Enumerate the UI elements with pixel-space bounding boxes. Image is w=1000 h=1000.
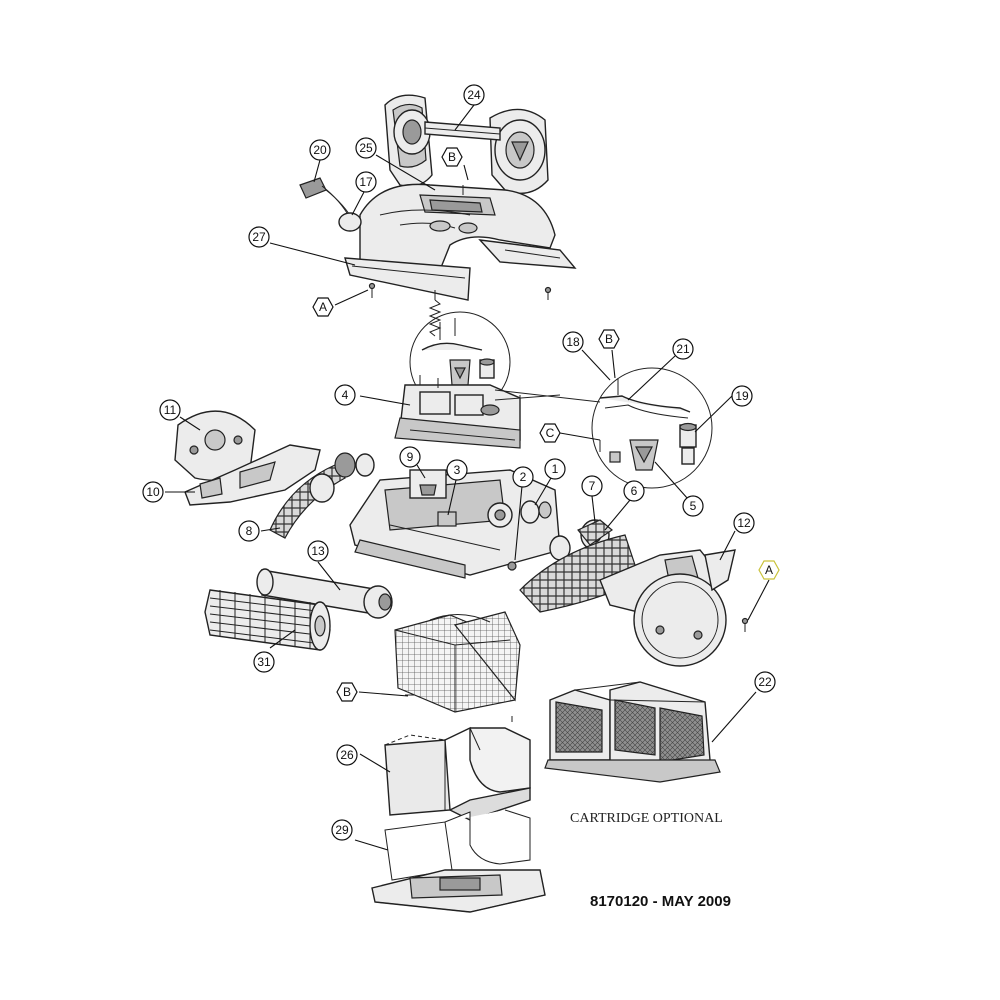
svg-text:24: 24: [467, 88, 481, 102]
callout-5: 5: [682, 495, 704, 517]
svg-text:26: 26: [340, 748, 354, 762]
callout-hex-b-top: B: [441, 147, 463, 167]
svg-text:A: A: [765, 563, 773, 577]
impeller-detail-circle: [591, 367, 713, 489]
callout-12: 12: [733, 512, 755, 534]
cartridge-optional-note: CARTRIDGE OPTIONAL: [570, 811, 723, 826]
motor-unit-assembly: [394, 311, 601, 449]
svg-text:22: 22: [758, 675, 772, 689]
callout-6: 6: [623, 480, 645, 502]
callout-20: 20: [309, 139, 331, 161]
svg-text:C: C: [546, 426, 555, 440]
svg-text:6: 6: [631, 484, 638, 498]
callout-1: 1: [544, 458, 566, 480]
svg-text:13: 13: [311, 544, 325, 558]
filter-cartridges: [544, 681, 721, 783]
svg-text:B: B: [343, 685, 351, 699]
callout-hex-b-bottom: B: [336, 682, 358, 702]
callout-hex-a-top: A: [312, 297, 334, 317]
svg-text:17: 17: [359, 175, 373, 189]
callout-4: 4: [334, 384, 356, 406]
svg-text:19: 19: [735, 389, 749, 403]
svg-text:12: 12: [737, 516, 751, 530]
callout-19: 19: [731, 385, 753, 407]
callout-18: 18: [562, 331, 584, 353]
callout-hex-c: C: [539, 423, 561, 443]
svg-text:B: B: [605, 332, 613, 346]
svg-text:B: B: [448, 150, 456, 164]
svg-text:1: 1: [552, 462, 559, 476]
callout-9: 9: [399, 446, 421, 468]
callout-13: 13: [307, 540, 329, 562]
svg-text:18: 18: [566, 335, 580, 349]
svg-text:11: 11: [164, 403, 177, 417]
svg-text:29: 29: [335, 823, 349, 837]
callout-10: 10: [142, 481, 164, 503]
svg-text:27: 27: [252, 230, 266, 244]
brush-assembly: [204, 568, 393, 651]
callout-17: 17: [355, 171, 377, 193]
callout-22: 22: [754, 671, 776, 693]
callout-hex-a-highlight: A: [758, 560, 780, 580]
svg-text:10: 10: [146, 485, 160, 499]
filter-basket: [394, 611, 521, 722]
svg-text:25: 25: [359, 141, 373, 155]
chassis-assembly: [174, 410, 749, 667]
callout-25: 25: [355, 137, 377, 159]
svg-text:4: 4: [342, 388, 349, 402]
document-code: 8170120 - MAY 2009: [590, 893, 731, 910]
svg-text:3: 3: [454, 463, 461, 477]
callout-29: 29: [331, 819, 353, 841]
leader-lines: [165, 104, 770, 851]
callout-11: 11: [159, 399, 181, 421]
callout-26: 26: [336, 744, 358, 766]
callout-21: 21: [672, 338, 694, 360]
callout-24: 24: [463, 84, 485, 106]
callout-7: 7: [581, 475, 603, 497]
callout-2: 2: [512, 466, 534, 488]
callout-hex-b-detail: B: [598, 329, 620, 349]
svg-text:A: A: [319, 300, 327, 314]
svg-text:7: 7: [589, 479, 596, 493]
filter-bag: [384, 726, 531, 821]
svg-text:21: 21: [676, 342, 690, 356]
callout-27: 27: [248, 226, 270, 248]
callout-3: 3: [446, 459, 468, 481]
svg-text:9: 9: [407, 450, 414, 464]
svg-text:31: 31: [257, 655, 271, 669]
svg-text:2: 2: [520, 470, 527, 484]
svg-text:20: 20: [313, 143, 327, 157]
base-tray: [371, 809, 546, 913]
top-cover-assembly: [299, 94, 577, 337]
callout-31: 31: [253, 651, 275, 673]
callout-8: 8: [238, 520, 260, 542]
svg-text:8: 8: [246, 524, 253, 538]
svg-text:5: 5: [690, 499, 697, 513]
